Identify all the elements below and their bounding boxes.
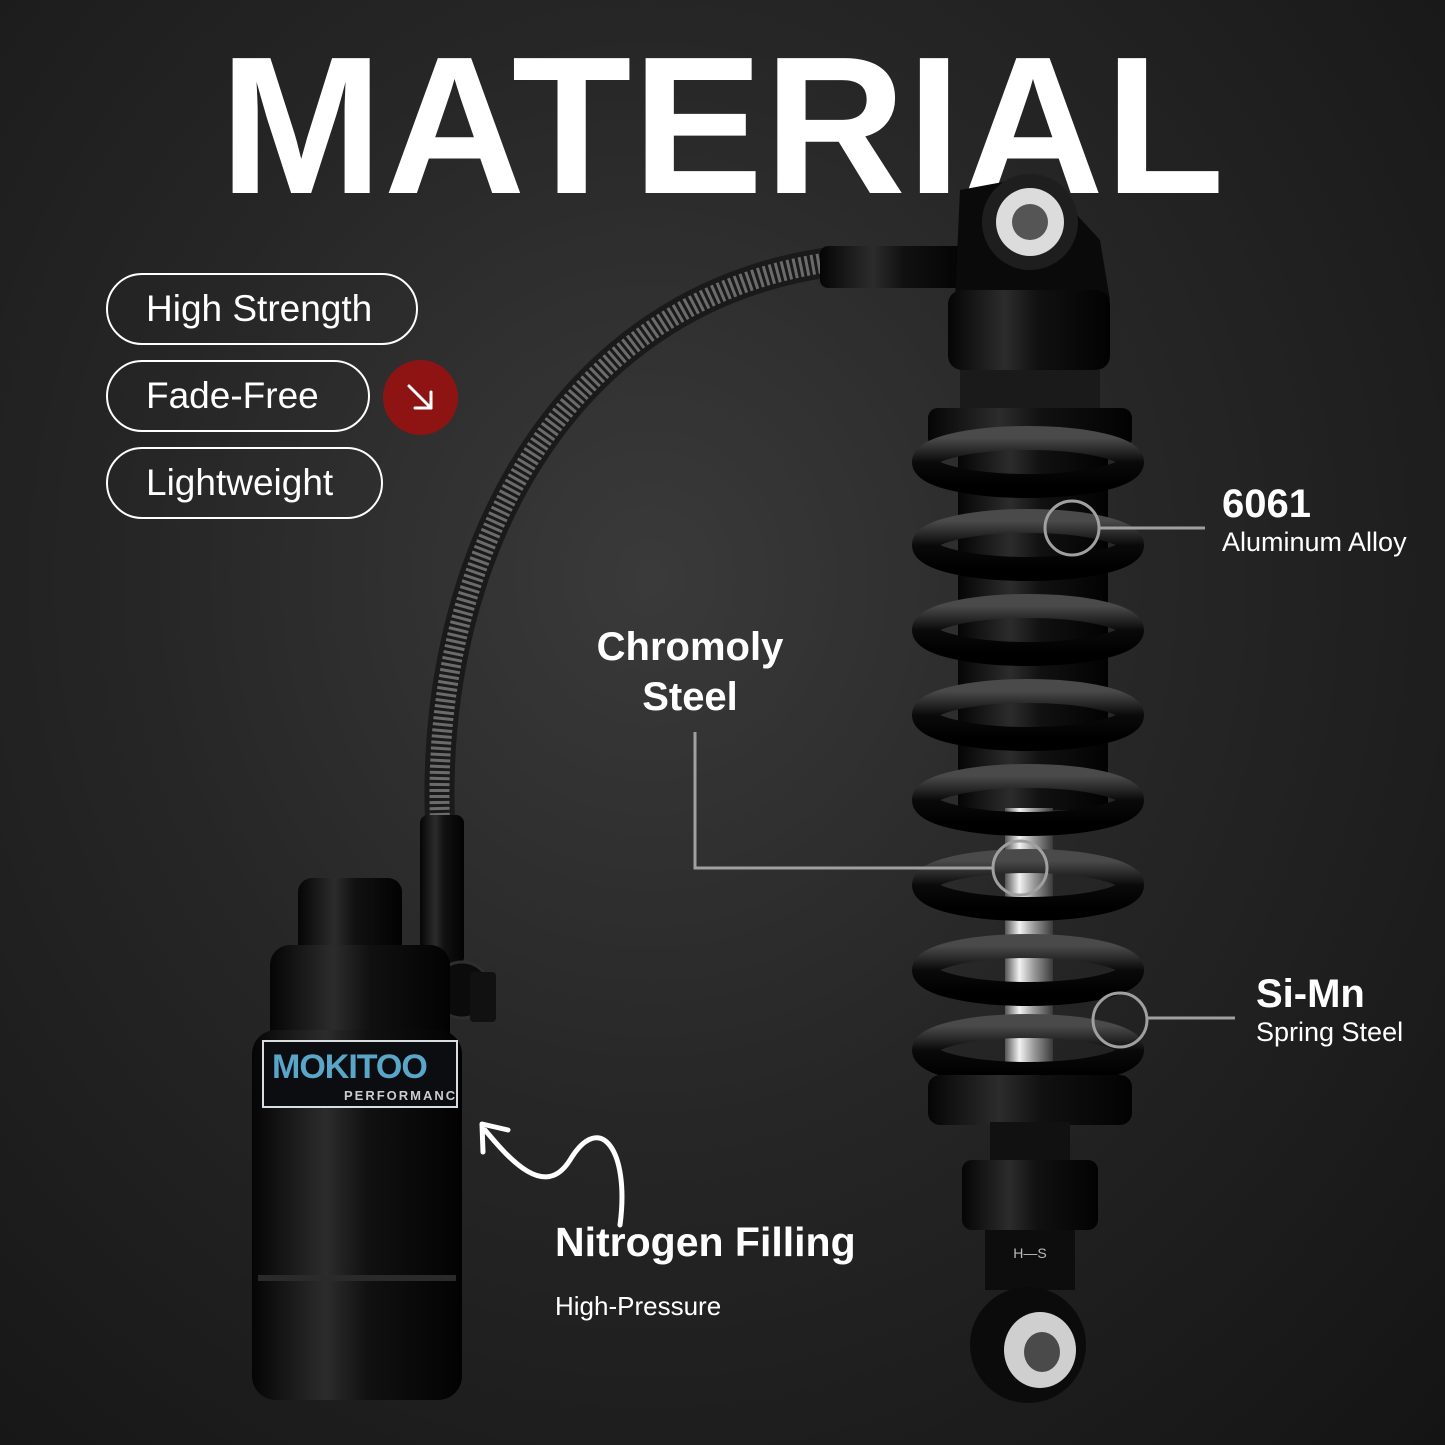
aluminum-title: 6061 bbox=[1222, 482, 1311, 526]
brand-logo-label: MOKITOO PERFORMANCE bbox=[262, 1040, 458, 1108]
bump-stop bbox=[990, 1122, 1070, 1162]
feature-label: High Strength bbox=[146, 288, 373, 329]
spring-subtitle: Spring Steel bbox=[1256, 1017, 1404, 1047]
upper-cap bbox=[948, 290, 1110, 370]
spring-seat bbox=[928, 1075, 1132, 1125]
spring-callout-ring bbox=[1091, 991, 1149, 1049]
arrow-down-right-icon bbox=[383, 360, 458, 435]
reservoir-head bbox=[270, 945, 450, 1055]
reservoir-ring bbox=[258, 1275, 456, 1281]
nitrogen-title: Nitrogen Filling bbox=[555, 1219, 856, 1265]
spring-callout: Si-Mn Spring Steel bbox=[1256, 972, 1403, 1048]
lower-clevis bbox=[985, 1230, 1075, 1290]
feature-pill-high-strength: High Strength bbox=[106, 273, 418, 345]
hose-fitting-top bbox=[820, 246, 970, 288]
feature-pill-fade-free: Fade-Free bbox=[106, 360, 370, 432]
chromoly-leader-line bbox=[693, 732, 993, 870]
brand-logo: MOKITOO bbox=[272, 1048, 428, 1086]
chromoly-line1: Chromoly bbox=[596, 625, 784, 669]
curved-arrow-icon bbox=[479, 1121, 625, 1228]
aluminum-callout: 6061 Aluminum Alloy bbox=[1222, 482, 1407, 558]
chromoly-callout: Chromoly Steel bbox=[560, 622, 820, 722]
coil-spring bbox=[912, 426, 1144, 1086]
nitrogen-subtitle: High-Pressure bbox=[555, 1291, 722, 1322]
aluminum-subtitle: Aluminum Alloy bbox=[1222, 527, 1407, 557]
brand-sub: PERFORMANCE bbox=[344, 1088, 458, 1103]
banjo-bolt bbox=[470, 972, 496, 1022]
feature-label: Fade-Free bbox=[146, 375, 319, 416]
feature-label: Lightweight bbox=[146, 462, 334, 503]
spring-title: Si-Mn bbox=[1256, 972, 1365, 1016]
adjuster-marking: H—S bbox=[1013, 1245, 1046, 1261]
chromoly-line2: Steel bbox=[642, 675, 738, 719]
reservoir-cap bbox=[298, 878, 402, 958]
bottom-eye-hole bbox=[1024, 1332, 1060, 1372]
top-eye-hole bbox=[1012, 204, 1048, 240]
feature-pill-lightweight: Lightweight bbox=[106, 447, 383, 519]
rebound-adjuster bbox=[962, 1160, 1098, 1230]
nitrogen-callout: Nitrogen Filling High-Pressure bbox=[555, 1219, 856, 1322]
braided-hose bbox=[429, 252, 832, 823]
reservoir-body bbox=[252, 1030, 462, 1400]
preload-thread bbox=[960, 370, 1100, 410]
hose-fitting-bottom bbox=[420, 815, 464, 965]
